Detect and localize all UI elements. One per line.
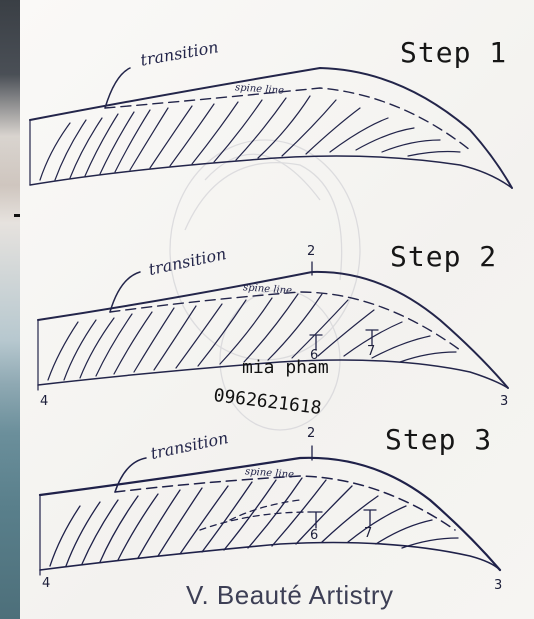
step-3-label: Step 3 (385, 423, 492, 456)
brow-step-3 (40, 446, 500, 575)
step-2-mark-end: 3 (500, 394, 508, 409)
step-3-mark-top: 2 (307, 426, 315, 441)
step-1-label: Step 1 (400, 36, 507, 69)
watermark-name: mia pham (242, 357, 329, 378)
step-3-mark-end: 3 (494, 578, 502, 593)
step-2-mark-mid-right: 7 (367, 344, 375, 359)
step-2-label: Step 2 (390, 240, 497, 273)
step-3-mark-start: 4 (42, 576, 50, 591)
step-3-mark-mid-right: 7 (364, 526, 372, 541)
step-3-mark-mid-left: 6 (310, 528, 318, 543)
step-2-mark-start: 4 (40, 394, 48, 409)
step-2-mark-top: 2 (307, 244, 315, 259)
brand-logo-text: V. Beauté Artistry (186, 580, 393, 611)
